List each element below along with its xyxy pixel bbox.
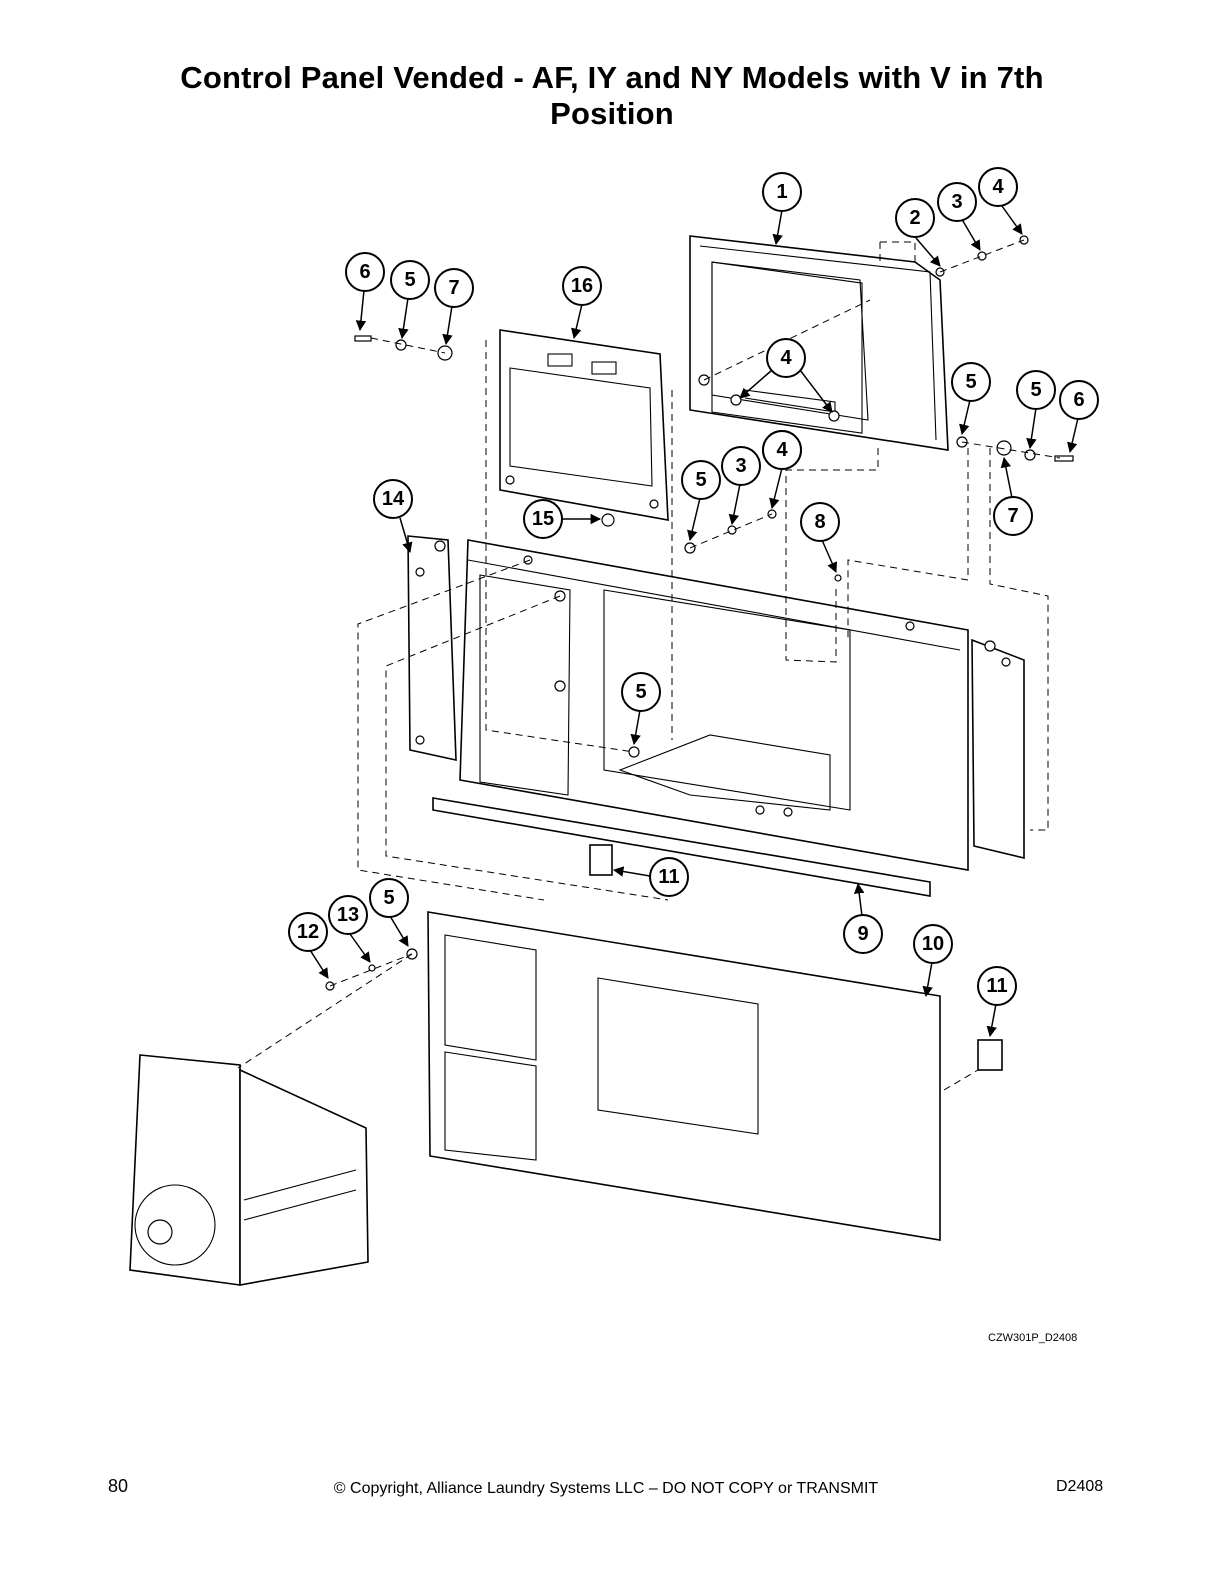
callout-5: 5 [369, 878, 409, 918]
page-number: 80 [108, 1476, 129, 1496]
callout-5: 5 [951, 362, 991, 402]
drawing-code: CZW301P_D2408 [988, 1332, 1078, 1344]
coin-vend-module-part [129, 1054, 369, 1286]
callout-1: 1 [762, 172, 802, 212]
callout-label: 16 [571, 275, 593, 297]
callout-5: 5 [621, 672, 661, 712]
callout-7: 7 [993, 496, 1033, 536]
leader-arrows [309, 205, 1079, 1038]
callout-5: 5 [1016, 370, 1056, 410]
title-line-2: Position [550, 96, 674, 131]
front-overlay-panel-part [427, 911, 941, 1241]
callout-label: 8 [814, 511, 825, 533]
callout-2: 2 [895, 198, 935, 238]
callout-4: 4 [762, 430, 802, 470]
document-id: D2408 [1056, 1478, 1104, 1495]
callout-label: 14 [382, 488, 405, 510]
callout-label: 6 [1073, 389, 1084, 411]
page-title: Control Panel Vended - AF, IY and NY Mod… [0, 60, 1224, 132]
callout-label: 5 [695, 469, 706, 491]
callout-label: 11 [658, 866, 679, 888]
callout-label: 13 [337, 904, 359, 926]
upper-bracket-part [689, 235, 949, 451]
callout-3: 3 [937, 182, 977, 222]
callout-15: 15 [523, 499, 563, 539]
callout-label: 5 [635, 681, 646, 703]
right-side-bracket-part [971, 638, 1025, 860]
callout-6: 6 [345, 252, 385, 292]
main-panel-frame-part [459, 539, 969, 871]
callout-label: 2 [909, 207, 920, 229]
callout-9: 9 [843, 914, 883, 954]
callout-label: 5 [383, 887, 394, 909]
callout-label: 1 [776, 181, 787, 203]
callout-7: 7 [434, 268, 474, 308]
callout-label: 5 [404, 269, 415, 291]
callout-label: 7 [1007, 505, 1018, 527]
display-module-part [499, 329, 669, 521]
hardware-items [325, 235, 1074, 991]
callout-14: 14 [373, 479, 413, 519]
callout-5: 5 [681, 460, 721, 500]
callout-label: 3 [951, 191, 962, 213]
assembly-dashed-lines [237, 239, 1061, 1091]
callout-label: 9 [857, 923, 868, 945]
callout-8: 8 [800, 502, 840, 542]
callout-label: 10 [922, 933, 944, 955]
bottom-strip-part [432, 797, 931, 897]
callout-13: 13 [328, 895, 368, 935]
callout-11: 11 [649, 857, 689, 897]
callout-label: 6 [359, 261, 370, 283]
callout-label: 7 [448, 277, 459, 299]
callout-label: 11 [986, 975, 1007, 997]
callout-label: 15 [532, 508, 554, 530]
callout-label: 5 [1030, 379, 1041, 401]
callout-4: 4 [766, 338, 806, 378]
callout-label: 12 [297, 921, 319, 943]
callout-11: 11 [977, 966, 1017, 1006]
callout-3: 3 [721, 446, 761, 486]
callout-10: 10 [913, 924, 953, 964]
callout-12: 12 [288, 912, 328, 952]
callout-label: 4 [780, 347, 792, 369]
callout-16: 16 [562, 266, 602, 306]
callout-4: 4 [978, 167, 1018, 207]
callout-label: 5 [965, 371, 976, 393]
callout-label: 4 [992, 176, 1004, 198]
callout-5: 5 [390, 260, 430, 300]
callout-6: 6 [1059, 380, 1099, 420]
callout-label: 4 [776, 439, 788, 461]
callout-label: 3 [735, 455, 746, 477]
title-line-1: Control Panel Vended - AF, IY and NY Mod… [180, 60, 1044, 95]
label-part [589, 844, 1003, 1071]
copyright-notice: © Copyright, Alliance Laundry Systems LL… [333, 1480, 879, 1497]
